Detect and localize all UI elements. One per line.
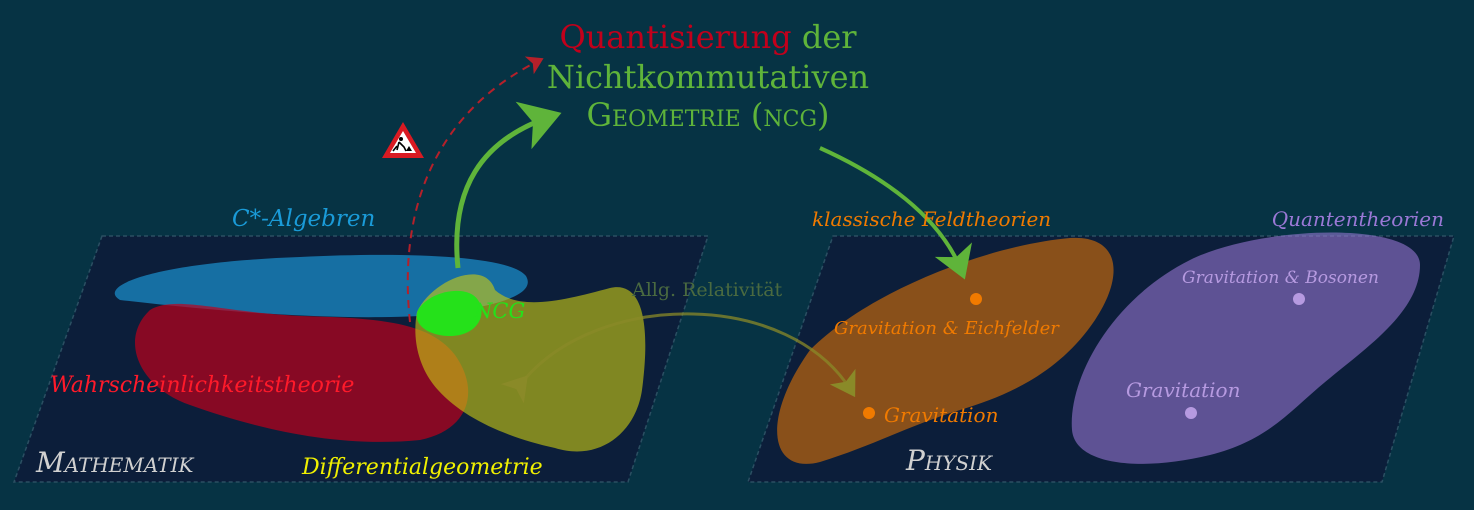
quantum-theories-label: Quantentheorien (1272, 207, 1444, 231)
c-star-algebras-label: C*-Algebren (232, 206, 375, 232)
construction-warning-icon (382, 122, 424, 158)
gravitation-classical-label: Gravitation (884, 403, 998, 427)
grav-gauge-point (970, 293, 982, 305)
ncg-label: NCG (473, 299, 525, 323)
classical-field-theories-region (777, 237, 1114, 464)
grav-gauge-fields-label: Gravitation & Eichfelder (834, 318, 1060, 339)
grav-bosons-label: Gravitation & Bosonen (1182, 268, 1379, 288)
page-title-line3: Geometrie (ncg) (586, 96, 829, 134)
gravitation-classical-point (863, 407, 875, 419)
physics-panel-label: Physik (905, 444, 993, 477)
ncg-to-title-arrow (454, 101, 562, 269)
probability-theory-label: Wahrscheinlichkeitstheorie (50, 373, 354, 398)
general-relativity-label: Allg. Relativität (631, 279, 783, 301)
probability-theory-region (135, 303, 469, 442)
title-der: der (802, 18, 857, 56)
page-title-line2: Nichtkommutativen (547, 58, 869, 96)
gravitation-quantum-label: Gravitation (1126, 378, 1240, 402)
page-title-line1: Quantisierung der (559, 18, 857, 56)
classical-field-theories-label: klassische Feldtheorien (812, 207, 1051, 231)
differential-geometry-label: Differentialgeometrie (301, 455, 543, 480)
quantum-theories-region (1071, 232, 1420, 464)
general-relativity-arrow (500, 312, 856, 404)
math-panel-label: Mathematik (35, 446, 194, 479)
ncg-region (416, 290, 482, 336)
grav-bosons-point (1293, 293, 1305, 305)
title-quantization: Quantisierung (559, 18, 791, 56)
gravitation-quantum-point (1185, 407, 1197, 419)
quantization-dashed-arrow (406, 56, 544, 323)
title-to-field-theories-arrow (819, 146, 972, 280)
